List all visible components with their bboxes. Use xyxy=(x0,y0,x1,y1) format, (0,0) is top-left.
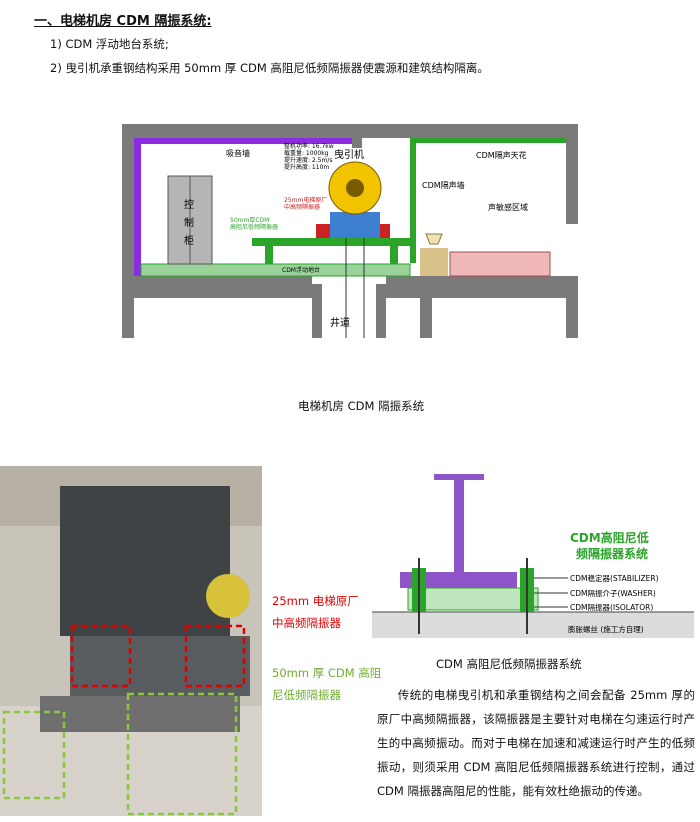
description-paragraph: 传统的电梯曳引机和承重钢结构之间会配备 25mm 厚的原厂中高频隔振器，该隔振器… xyxy=(377,688,695,798)
steel-beam-photo xyxy=(40,696,240,732)
label-cabinet-2: 制 xyxy=(184,216,194,229)
label-partition: CDM隔声墙 xyxy=(422,180,465,190)
right-wall xyxy=(566,124,578,224)
photo-label-green: 50mm 厚 CDM 高阻 尼低频隔振器 xyxy=(272,662,381,706)
left-wall-lower xyxy=(122,284,134,338)
absorb-top xyxy=(134,138,352,144)
bed xyxy=(449,251,551,277)
shaft-wall-right xyxy=(376,284,386,338)
list-item-2: 2) 曳引机承重钢结构采用 50mm 厚 CDM 高阻尼低频隔振器使震源和建筑结… xyxy=(50,61,489,75)
photo-label-red-line1: 25mm 电梯原厂 xyxy=(272,594,359,608)
isolator-title-2: 频隔振器系统 xyxy=(576,546,648,561)
part-stabilizer: CDM稳定器(STABILIZER) xyxy=(570,573,659,583)
label-sensitive: 声敏感区域 xyxy=(488,202,528,212)
floor-slab-right xyxy=(386,276,566,298)
cdm-ceiling xyxy=(416,138,566,143)
frame-leg-left xyxy=(265,246,273,264)
high-freq-isolator-left xyxy=(316,224,330,238)
installation-photo xyxy=(0,466,262,816)
diagram1-caption: 电梯机房 CDM 隔振系统 xyxy=(298,399,425,413)
floating-floor xyxy=(140,263,411,277)
frame-leg-right xyxy=(390,246,398,264)
lamp xyxy=(425,233,443,245)
spec-power: 整机功率: 16.7kw xyxy=(284,142,334,150)
label-shaft: 井道 xyxy=(330,316,350,329)
machine-wheel xyxy=(206,574,250,618)
label-absorb-wall: 吸音墙 xyxy=(226,148,250,158)
label-traction: 曳引机 xyxy=(334,148,364,161)
roof-slab xyxy=(122,124,578,138)
steel-frame xyxy=(252,238,414,246)
photo-label-red: 25mm 电梯原厂 中高频隔振器 xyxy=(272,590,359,634)
machine-hub xyxy=(346,179,364,197)
left-wall xyxy=(122,124,134,284)
diagram2-caption: CDM 高阻尼低频隔振器系统 xyxy=(436,657,582,671)
label-ceiling: CDM隔声天花 xyxy=(476,150,527,160)
bolt-label: 膨胀螺丝 (施工方自理) xyxy=(568,624,644,634)
red-box-left xyxy=(70,624,132,688)
shaft-wall-left xyxy=(312,284,322,338)
photo-label-green-line1: 50mm 厚 CDM 高阻 xyxy=(272,666,382,680)
label-high-freq-1: 25mm电梯原厂 xyxy=(284,196,327,204)
machine-base xyxy=(330,212,380,238)
label-high-freq-2: 中高频隔振器 xyxy=(284,203,320,211)
green-box-right xyxy=(126,692,238,816)
mid-beam xyxy=(352,124,362,148)
spec-speed: 提升速度: 2.5m/s xyxy=(284,156,332,164)
label-cabinet-1: 控 xyxy=(184,198,194,211)
absorb-left xyxy=(134,138,141,276)
green-box-left xyxy=(2,710,66,800)
label-floating-floor: CDM浮动地台 xyxy=(282,266,320,274)
list-item-1: 1) CDM 浮动地台系统; xyxy=(50,37,169,51)
label-low-freq-2: 高阻尼低频隔振器 xyxy=(230,223,278,231)
spec-load: 载重量: 1000kg xyxy=(284,149,329,157)
label-cabinet-3: 柜 xyxy=(184,234,194,247)
photo-label-red-line2: 中高频隔振器 xyxy=(272,616,341,630)
isolator-pad xyxy=(407,587,539,611)
right-wall-lower xyxy=(566,276,578,338)
steel-i-beam xyxy=(400,474,517,588)
spec-height: 提升高度: 110m xyxy=(284,163,329,171)
nightstand xyxy=(420,248,448,276)
isolator-diagram: CDM高阻尼低 频隔振器系统 CDM稳定器(STABILIZER) CDM隔振介… xyxy=(372,474,694,638)
machine-body xyxy=(60,486,230,636)
section-heading: 一、电梯机房 CDM 隔振系统: xyxy=(34,14,212,29)
part-isolator: CDM隔振器(ISOLATOR) xyxy=(570,602,653,612)
concrete-slab xyxy=(372,612,694,638)
right-lower-wall xyxy=(420,284,432,338)
photo-label-green-line2: 尼低频隔振器 xyxy=(272,688,341,702)
label-low-freq-1: 50mm厚CDM xyxy=(230,217,269,224)
part-washer: CDM隔振介子(WASHER) xyxy=(570,588,656,598)
cdm-partition-wall xyxy=(410,138,416,263)
isolator-title-1: CDM高阻尼低 xyxy=(570,530,649,545)
red-box-right xyxy=(184,624,246,688)
floor-slab-left xyxy=(122,276,312,298)
machine-room-diagram: 吸音墙 曳引机 CDM隔声天花 CDM隔声墙 声敏感区域 控 制 柜 整机功率:… xyxy=(122,124,578,338)
